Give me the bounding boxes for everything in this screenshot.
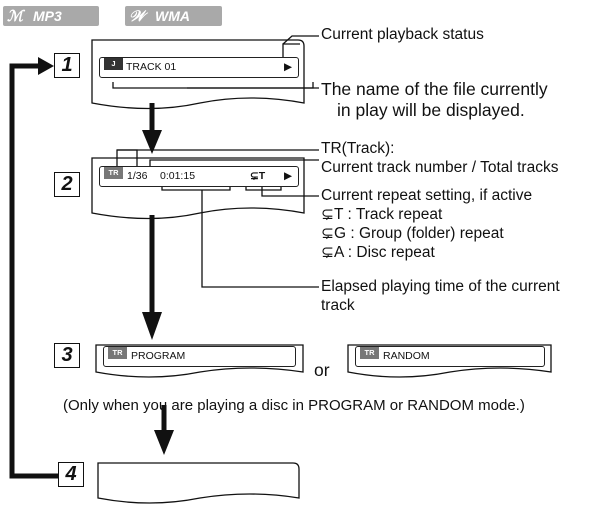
play-icon: ▶ xyxy=(284,61,293,73)
step-3-label: 3 xyxy=(54,343,80,368)
down-arrow-2 xyxy=(142,312,162,340)
file-type-icon: J xyxy=(104,58,123,70)
mp3-badge: ℳ MP3 xyxy=(3,6,99,26)
loop-arrow xyxy=(9,63,58,479)
track-count: 1/36 xyxy=(127,170,148,182)
or-text: or xyxy=(314,360,330,380)
step-2-label: 2 xyxy=(54,172,80,197)
down-arrow-1 xyxy=(142,130,162,154)
lcd-step-1: J TRACK 01 ▶ xyxy=(99,57,299,78)
track-icon-random: TR xyxy=(360,347,379,359)
annotation-repeat-g: ⊊G : Group (folder) repeat xyxy=(321,225,504,242)
play-icon-2: ▶ xyxy=(284,170,293,182)
annotation-repeat-a: ⊊A : Disc repeat xyxy=(321,244,435,261)
annotation-filename-2: in play will be displayed. xyxy=(337,100,525,120)
annotation-elapsed-2: track xyxy=(321,297,355,314)
annotation-repeat-head: Current repeat setting, if active xyxy=(321,187,533,204)
mode-note: (Only when you are playing a disc in PRO… xyxy=(63,397,525,414)
screen-panel-4 xyxy=(97,462,300,504)
track-name: TRACK 01 xyxy=(126,61,177,73)
annotation-tr-2: Current track number / Total tracks xyxy=(321,159,559,176)
lcd-random: TR RANDOM xyxy=(355,346,545,367)
track-icon: TR xyxy=(104,167,123,179)
repeat-status: ⊊T xyxy=(250,170,266,182)
annotation-status: Current playback status xyxy=(321,26,484,43)
down-arrow-3 xyxy=(154,430,174,455)
annotation-repeat-t: ⊊T : Track repeat xyxy=(321,206,443,223)
wma-badge: 𝒲 WMA xyxy=(125,6,222,26)
elapsed-time: 0:01:15 xyxy=(160,170,196,182)
loop-arrow-head xyxy=(38,57,54,75)
annotation-filename-1: The name of the file currently xyxy=(321,79,548,99)
annotation-elapsed-1: Elapsed playing time of the current xyxy=(321,278,560,295)
step-4-label: 4 xyxy=(58,462,84,487)
track-icon-program: TR xyxy=(108,347,127,359)
mp3-logo-icon: ℳ xyxy=(7,8,24,25)
wma-logo-icon: 𝒲 xyxy=(129,8,145,25)
lcd-program: TR PROGRAM xyxy=(103,346,296,367)
program-label: PROGRAM xyxy=(131,350,186,362)
step-1-label: 1 xyxy=(54,53,80,78)
lcd-step-2: TR 1/36 0:01:15 ⊊T ▶ xyxy=(99,166,299,187)
random-label: RANDOM xyxy=(383,350,430,362)
annotation-tr-1: TR(Track): xyxy=(321,140,395,157)
